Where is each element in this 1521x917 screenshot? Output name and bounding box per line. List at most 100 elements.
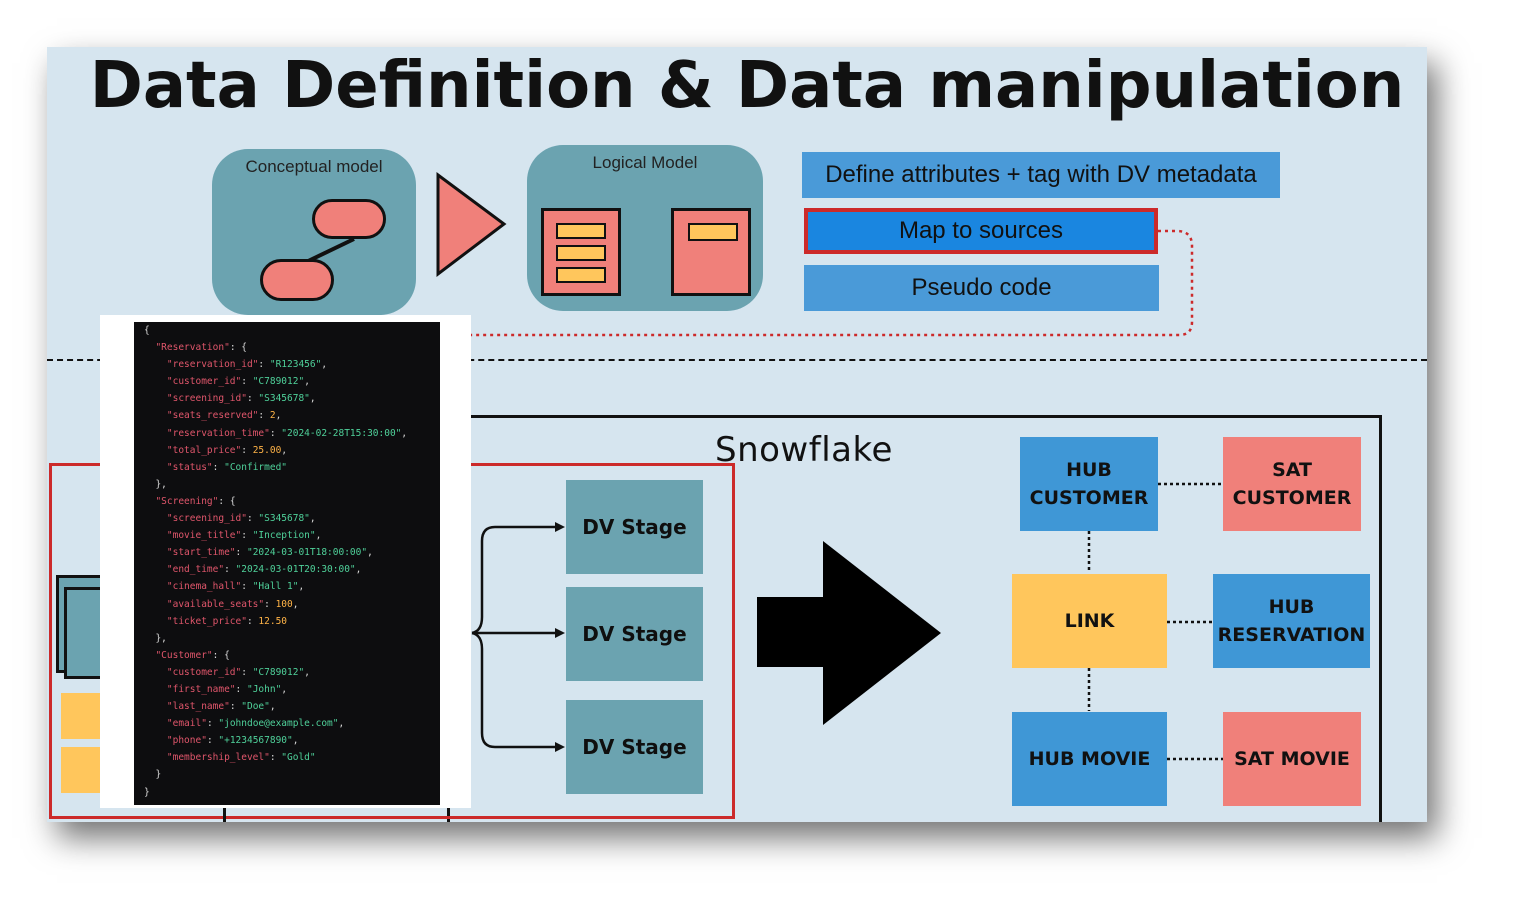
- json-line: "Customer": {: [144, 647, 440, 664]
- json-token: "Screening": [155, 495, 219, 507]
- json-token: : {: [218, 495, 236, 507]
- json-line: "total_price": 25.00,: [144, 442, 440, 459]
- entity-pill-bottom: [260, 259, 334, 301]
- json-token: ,: [281, 683, 288, 695]
- attribute-strip: [556, 267, 606, 283]
- link-box: LINK: [1012, 574, 1167, 668]
- json-line: "seats_reserved": 2,: [144, 407, 440, 424]
- json-token: 2: [269, 410, 276, 422]
- json-token: "screening_id": [166, 393, 247, 405]
- json-token: ,: [309, 393, 316, 405]
- json-token: "reservation_time": [166, 427, 270, 439]
- json-line: "Reservation": {: [144, 339, 440, 356]
- json-token: "reservation_id": [166, 359, 259, 371]
- json-token: "email": [166, 718, 207, 730]
- json-token: :: [241, 376, 253, 388]
- json-line: "end_time": "2024-03-01T20:30:00",: [144, 561, 440, 578]
- json-token: "available_seats": [166, 598, 265, 610]
- json-token: "Customer": [155, 649, 213, 661]
- json-token: ,: [292, 598, 299, 610]
- json-token: :: [269, 752, 282, 764]
- map-to-sources-box: Map to sources: [804, 208, 1158, 254]
- section-divider: [47, 359, 1427, 361]
- json-token: :: [212, 461, 225, 473]
- json-token: ,: [298, 581, 305, 593]
- json-token: "2024-02-28T15:30:00": [281, 427, 402, 439]
- json-token: "screening_id": [166, 513, 247, 525]
- json-token: "Confirmed": [224, 461, 288, 473]
- json-token: :: [246, 615, 259, 627]
- table-box-right: [671, 208, 751, 296]
- dv-stage-box: DV Stage: [566, 480, 703, 574]
- dv-stage-box: DV Stage: [566, 587, 703, 681]
- json-line: "status": "Confirmed": [144, 459, 440, 476]
- json-line: "membership_level": "Gold": [144, 749, 440, 766]
- json-token: ,: [275, 410, 282, 422]
- json-token: "Reservation": [155, 342, 230, 354]
- json-token: ,: [281, 444, 288, 456]
- hub-customer-box: HUB CUSTOMER: [1020, 437, 1158, 531]
- json-token: ,: [304, 376, 310, 388]
- sat-customer-line2: CUSTOMER: [1232, 487, 1352, 509]
- json-token: "cinema_hall": [166, 581, 242, 593]
- hub-reservation-line1: HUB: [1268, 596, 1315, 618]
- json-line: "ticket_price": 12.50: [144, 613, 440, 630]
- json-token: :: [264, 598, 276, 610]
- attribute-strip: [688, 223, 738, 241]
- json-token: },: [144, 478, 167, 490]
- json-token: "end_time": [166, 564, 225, 576]
- hub-reservation-line2: RESERVATION: [1217, 624, 1366, 646]
- json-token: ,: [355, 564, 362, 576]
- branch-arrows-icon: [471, 522, 565, 752]
- json-token: : {: [212, 649, 230, 661]
- json-token: "+1234567890": [218, 735, 293, 747]
- connector-stub: [223, 802, 226, 822]
- json-token: 100: [275, 598, 293, 610]
- json-token: :: [229, 701, 242, 713]
- json-token: 12.50: [258, 615, 288, 627]
- json-token: :: [206, 735, 219, 747]
- hub-customer-line1: HUB: [1066, 459, 1112, 481]
- json-token: "Hall 1": [252, 581, 299, 593]
- sat-movie-box: SAT MOVIE: [1223, 712, 1361, 806]
- json-token: ,: [315, 530, 322, 542]
- json-token: "Gold": [281, 752, 316, 764]
- json-token: :: [269, 427, 282, 439]
- json-token: ,: [401, 427, 408, 439]
- json-token: },: [144, 632, 167, 644]
- big-arrow-icon: [757, 541, 941, 725]
- json-line: "email": "johndoe@example.com",: [144, 715, 440, 732]
- hub-reservation-box: HUB RESERVATION: [1213, 574, 1370, 668]
- json-token: "2024-03-01T18:00:00": [246, 547, 368, 559]
- json-line: }: [144, 784, 440, 801]
- json-token: ,: [304, 666, 310, 678]
- attribute-strip: [556, 223, 606, 239]
- json-line: },: [144, 476, 440, 493]
- json-line: }: [144, 766, 440, 783]
- json-line: "last_name": "Doe",: [144, 698, 440, 715]
- json-line: "customer_id": "C789012",: [144, 373, 440, 390]
- json-token: "last_name": [166, 701, 230, 713]
- json-token: 25.00: [252, 444, 282, 456]
- json-token: "John": [246, 683, 282, 695]
- json-line: "movie_title": "Inception",: [144, 527, 440, 544]
- json-token: "S345678": [258, 513, 310, 525]
- dotted-connector-icon: [447, 229, 1194, 337]
- conceptual-model-label: Conceptual model: [245, 157, 383, 176]
- json-token: : {: [229, 342, 247, 354]
- json-token: ,: [292, 735, 299, 747]
- json-token: "first_name": [166, 683, 236, 695]
- json-line: "screening_id": "S345678",: [144, 510, 440, 527]
- json-token: "total_price": [166, 444, 242, 456]
- json-line: "phone": "+1234567890",: [144, 732, 440, 749]
- json-line: "reservation_id": "R123456",: [144, 356, 440, 373]
- json-token: "phone": [166, 735, 207, 747]
- table-box-left: [541, 208, 621, 296]
- triangle-arrow-icon: [436, 172, 507, 278]
- json-token: :: [258, 410, 270, 422]
- json-code-block: { "Reservation": { "reservation_id": "R1…: [134, 322, 440, 805]
- json-token: "Inception": [252, 530, 316, 542]
- json-token: "S345678": [258, 393, 310, 405]
- logical-model-card: Logical Model: [527, 145, 763, 311]
- json-overlay-card: { "Reservation": { "reservation_id": "R1…: [100, 315, 471, 808]
